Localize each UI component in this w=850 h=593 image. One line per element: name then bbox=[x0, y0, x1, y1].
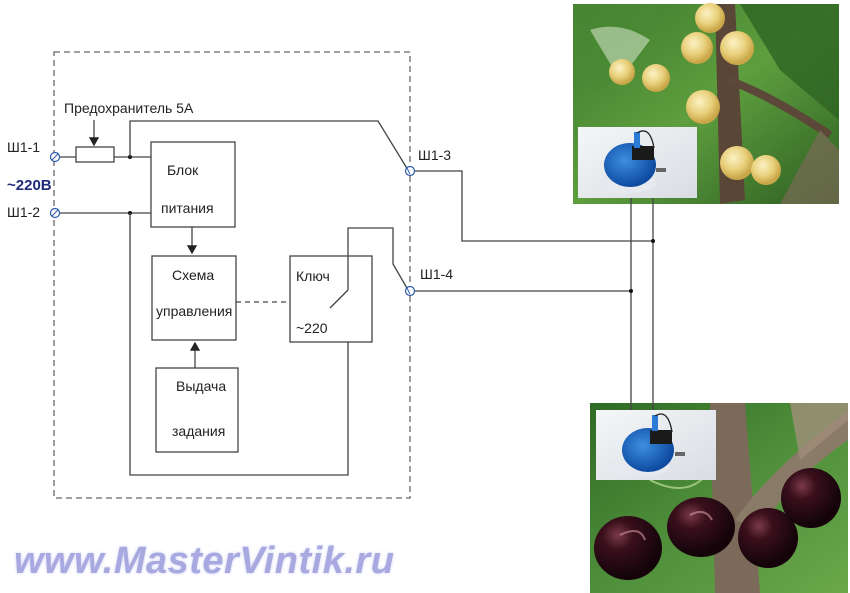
power-supply-block bbox=[150, 141, 236, 228]
fuse-label: Предохранитель 5А bbox=[64, 100, 194, 116]
wire-sh1-3-to-motor bbox=[410, 170, 653, 242]
switch-contact bbox=[329, 289, 349, 309]
task-setter-block bbox=[155, 367, 239, 453]
terminal-sh1-2-label: Ш1-2 bbox=[7, 204, 40, 220]
terminal-sh1-4 bbox=[404, 285, 416, 297]
bottom-cherry-photo bbox=[590, 403, 848, 593]
site-watermark: www.MasterVintik.ru bbox=[14, 540, 395, 582]
power-supply-label-2: питания bbox=[161, 200, 214, 216]
switch-block bbox=[289, 255, 373, 343]
control-label-2: управления bbox=[156, 303, 232, 319]
terminal-sh1-4-label: Ш1-4 bbox=[420, 266, 453, 282]
power-supply-label-1: Блок bbox=[167, 162, 199, 178]
supply-voltage-label: ~220В bbox=[7, 177, 52, 194]
control-circuit-block bbox=[151, 255, 237, 341]
fuse bbox=[75, 146, 115, 163]
junction-dot bbox=[629, 289, 633, 293]
terminal-sh1-3 bbox=[404, 165, 416, 177]
terminal-sh1-1-label: Ш1-1 bbox=[7, 139, 40, 155]
top-motor-photo bbox=[578, 127, 697, 198]
control-label-1: Схема bbox=[172, 267, 214, 283]
switch-label-1: Ключ bbox=[296, 268, 330, 284]
wire-to-sh1-3 bbox=[129, 120, 409, 171]
terminal-sh1-2 bbox=[49, 207, 61, 219]
wire-switch-to-sh1-4 bbox=[347, 227, 409, 291]
bottom-motor-photo bbox=[596, 410, 716, 480]
top-cherry-photo bbox=[573, 3, 839, 204]
switch-label-2: ~220 bbox=[296, 320, 328, 336]
task-label-2: задания bbox=[172, 423, 225, 439]
enclosure-dashed-border bbox=[53, 51, 411, 499]
junction-dot bbox=[651, 239, 655, 243]
task-label-1: Выдача bbox=[176, 378, 226, 394]
terminal-sh1-3-label: Ш1-3 bbox=[418, 147, 451, 163]
wire-neutral-loop bbox=[129, 213, 349, 476]
terminal-sh1-1 bbox=[49, 151, 61, 163]
